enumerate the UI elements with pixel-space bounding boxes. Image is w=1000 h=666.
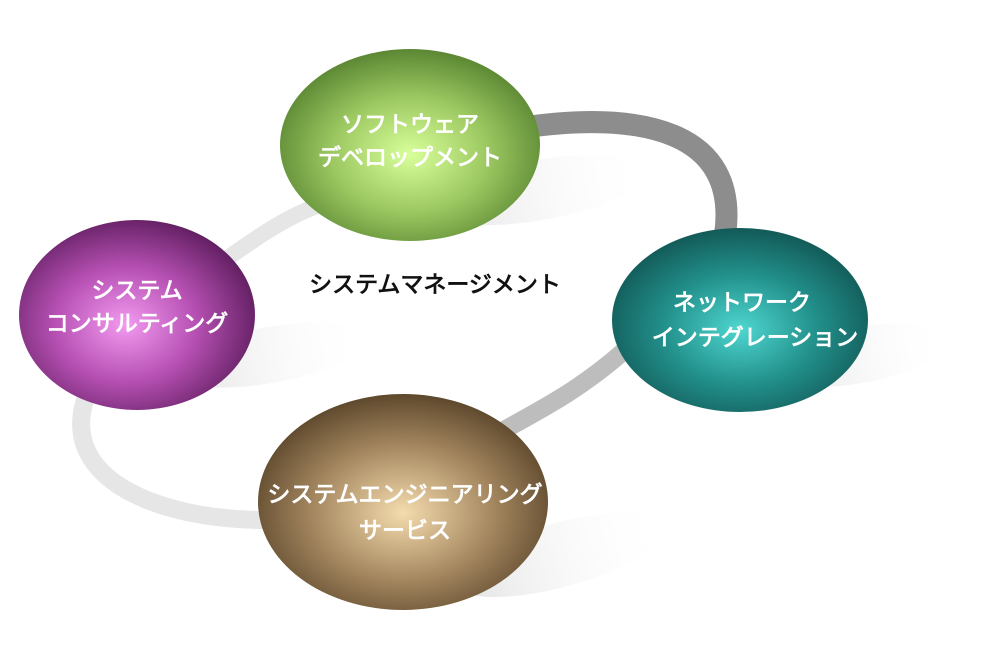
node-label-line1: システム	[91, 278, 182, 304]
node-label-line2: コンサルティング	[46, 310, 229, 337]
node-system-consulting: システム コンサルティング	[19, 220, 255, 410]
connector-consulting-software	[217, 197, 328, 268]
connector-network-engineering	[486, 341, 634, 444]
node-system-engineering-service: システムエンジニアリング サービス	[258, 394, 548, 610]
node-label-line2: デベロップメント	[318, 144, 502, 171]
connector-engineering-consulting	[72, 391, 274, 529]
node-software-development: ソフトウェア デベロップメント	[280, 49, 540, 241]
node-network-integration: ネットワーク インテグレーション	[612, 228, 868, 412]
node-label-line2: インテグレーション	[652, 324, 859, 351]
center-title: システムマネージメント	[309, 272, 561, 298]
node-label-line1: ソフトウェア	[341, 112, 479, 138]
connectors	[72, 111, 738, 529]
node-label-line1: システムエンジニアリング	[267, 481, 542, 508]
node-label-line1: ネットワーク	[673, 290, 811, 316]
connector-software-network	[509, 111, 738, 246]
node-label-line2: サービス	[359, 518, 451, 544]
